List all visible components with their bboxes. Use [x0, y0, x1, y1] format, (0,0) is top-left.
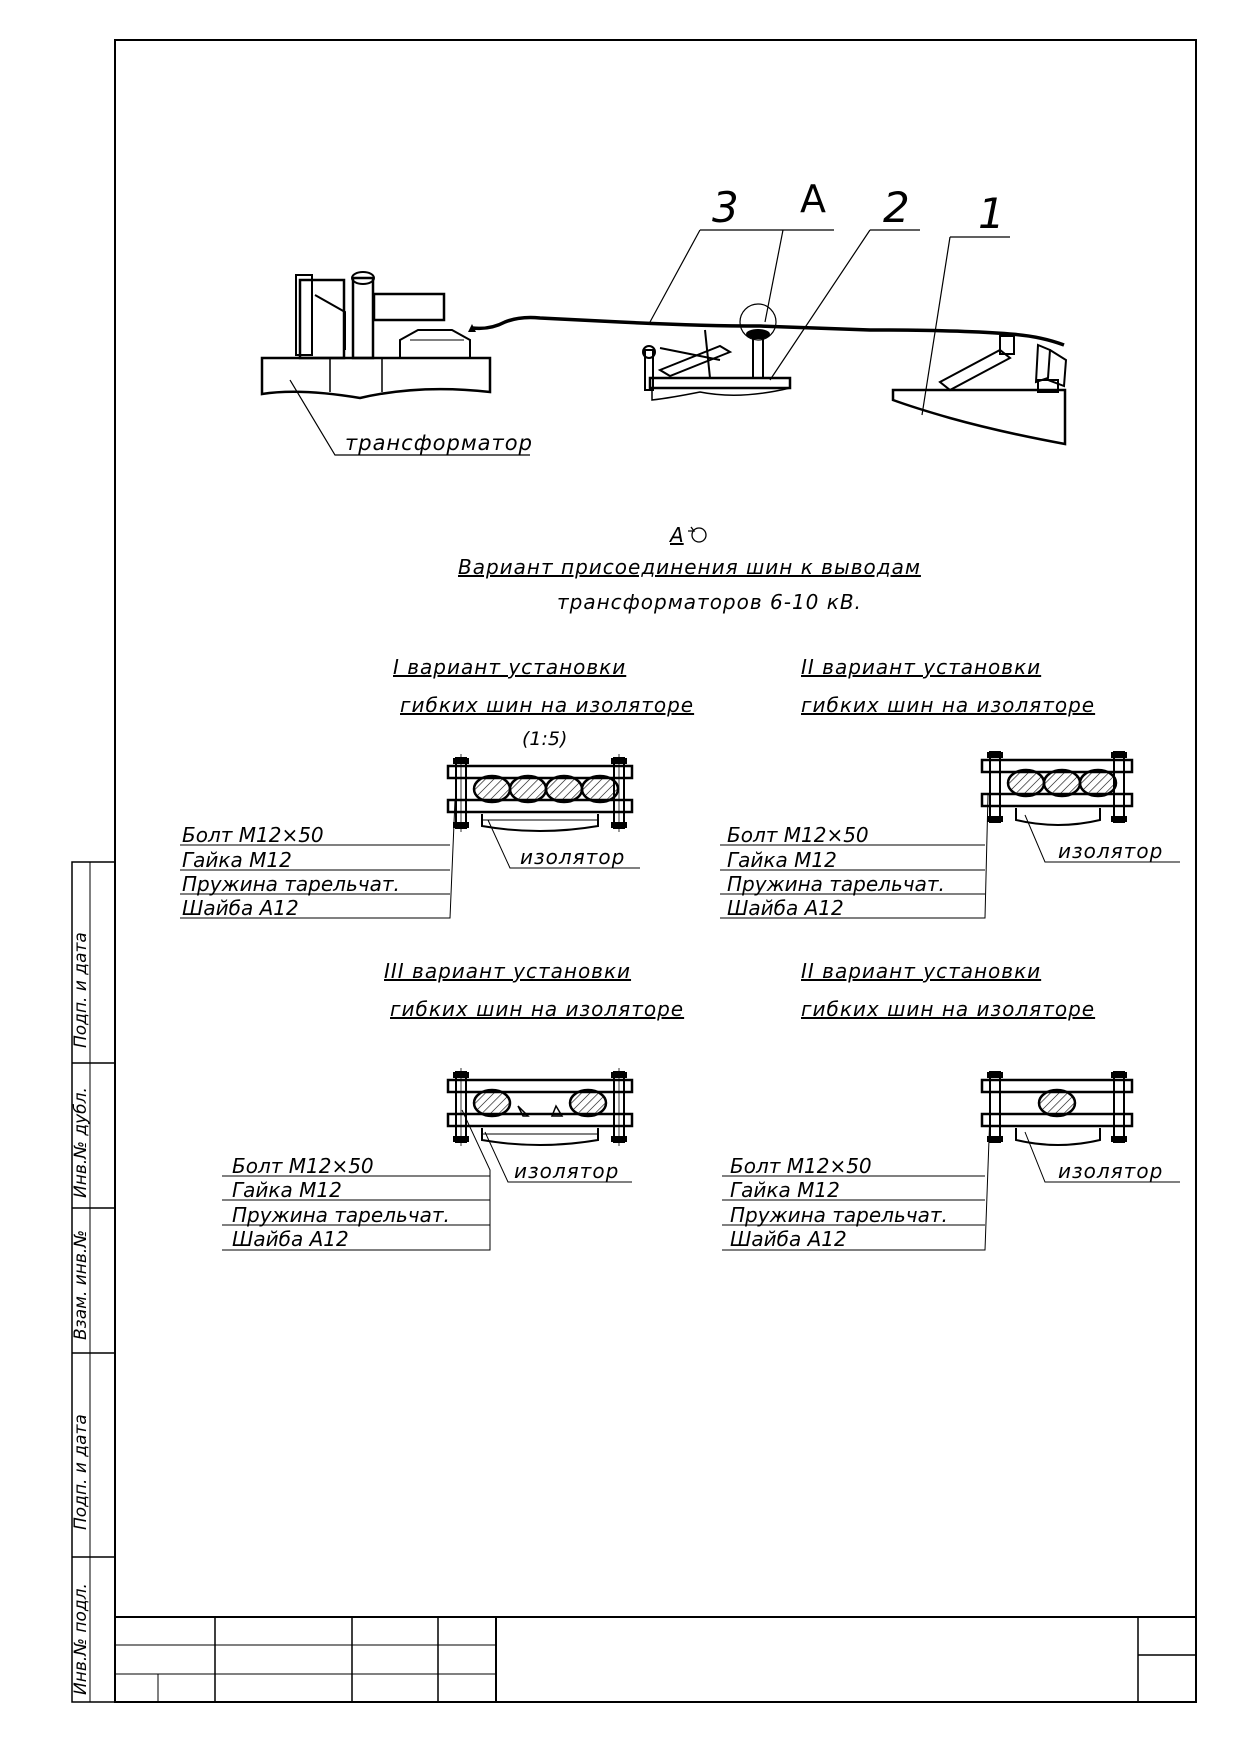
transformer-assembly [260, 271, 1068, 446]
variant-2-part-nut: Гайка М12 [727, 848, 837, 872]
variant-3-clamp [446, 1066, 634, 1148]
variant-1-part-washer: Шайба А12 [182, 896, 299, 920]
variant-1-insulator-label: изолятор [520, 845, 625, 869]
stamp-podp-data-2: Подп. и дата [71, 932, 91, 1048]
variant-1-scale: (1:5) [522, 728, 567, 750]
view-a-mark: А [668, 523, 684, 547]
variant-2-part-spring: Пружина тарельчат. [727, 872, 945, 896]
variant-4-title-line2: гибких шин на изоляторе [801, 997, 1095, 1021]
variant-1-clamp [446, 752, 634, 834]
title-block [115, 1616, 1196, 1702]
variant-1-title-line2: гибких шин на изоляторе [400, 693, 694, 717]
variant-3: III вариант установки гибких шин на изол… [222, 959, 684, 1251]
variant-4-part-nut: Гайка М12 [730, 1178, 840, 1202]
variant-3-title-line2: гибких шин на изоляторе [390, 997, 684, 1021]
variant-2-title-line2: гибких шин на изоляторе [801, 693, 1095, 717]
variant-1-part-spring: Пружина тарельчат. [182, 872, 400, 896]
stamp-inv-podl: Инв.№ подл. [71, 1583, 91, 1695]
stamp-podp-data-1: Подп. и дата [71, 1414, 91, 1530]
variant-2-title-line1: II вариант установки [801, 655, 1041, 679]
variant-3-title-line1: III вариант установки [384, 959, 631, 983]
variant-3-part-bolt: Болт М12×50 [232, 1154, 374, 1178]
variant-2-clamp [980, 751, 1134, 826]
variant-4-title-line1: II вариант установки [801, 959, 1041, 983]
variant-4-part-spring: Пружина тарельчат. [730, 1203, 948, 1227]
variant-1-part-bolt: Болт М12×50 [182, 823, 324, 847]
callout-1: 1 [978, 189, 1005, 238]
variant-4-insulator-label: изолятор [1058, 1159, 1163, 1183]
variant-4-clamp [980, 1071, 1134, 1146]
variant-2: II вариант установки гибких шин на изоля… [720, 655, 1180, 920]
stamp-vzam-inv: Взам. инв.№ [71, 1230, 91, 1340]
variant-3-part-spring: Пружина тарельчат. [232, 1203, 450, 1227]
variant-1-part-nut: Гайка М12 [182, 848, 292, 872]
view-a-title-line2: трансформаторов 6-10 кВ. [557, 590, 862, 614]
variant-2-part-bolt: Болт М12×50 [727, 823, 869, 847]
callout-leaders [289, 229, 1010, 456]
sheet-frame [71, 39, 1197, 1703]
variant-3-part-nut: Гайка М12 [232, 1178, 342, 1202]
callout-2: 2 [883, 183, 910, 232]
stamp-inv-dubl: Инв.№ дубл. [71, 1087, 91, 1198]
view-arrow-icon [688, 526, 707, 543]
variant-4-part-washer: Шайба А12 [730, 1227, 847, 1251]
variant-1: I вариант установки гибких шин на изолят… [180, 655, 694, 920]
variant-2-insulator-label: изолятор [1058, 839, 1163, 863]
transformer-label: трансформатор [345, 431, 533, 455]
variant-3-insulator-label: изолятор [514, 1159, 619, 1183]
variant-4-part-bolt: Болт М12×50 [730, 1154, 872, 1178]
variant-4: II вариант установки гибких шин на изоля… [722, 959, 1180, 1251]
callout-a: A [800, 177, 826, 221]
callout-3: 3 [712, 183, 739, 232]
variant-2-part-washer: Шайба А12 [727, 896, 844, 920]
view-a-title-line1: Вариант присоединения шин к выводам [458, 555, 921, 579]
variant-1-title-line1: I вариант установки [393, 655, 626, 679]
variant-3-part-washer: Шайба А12 [232, 1227, 349, 1251]
